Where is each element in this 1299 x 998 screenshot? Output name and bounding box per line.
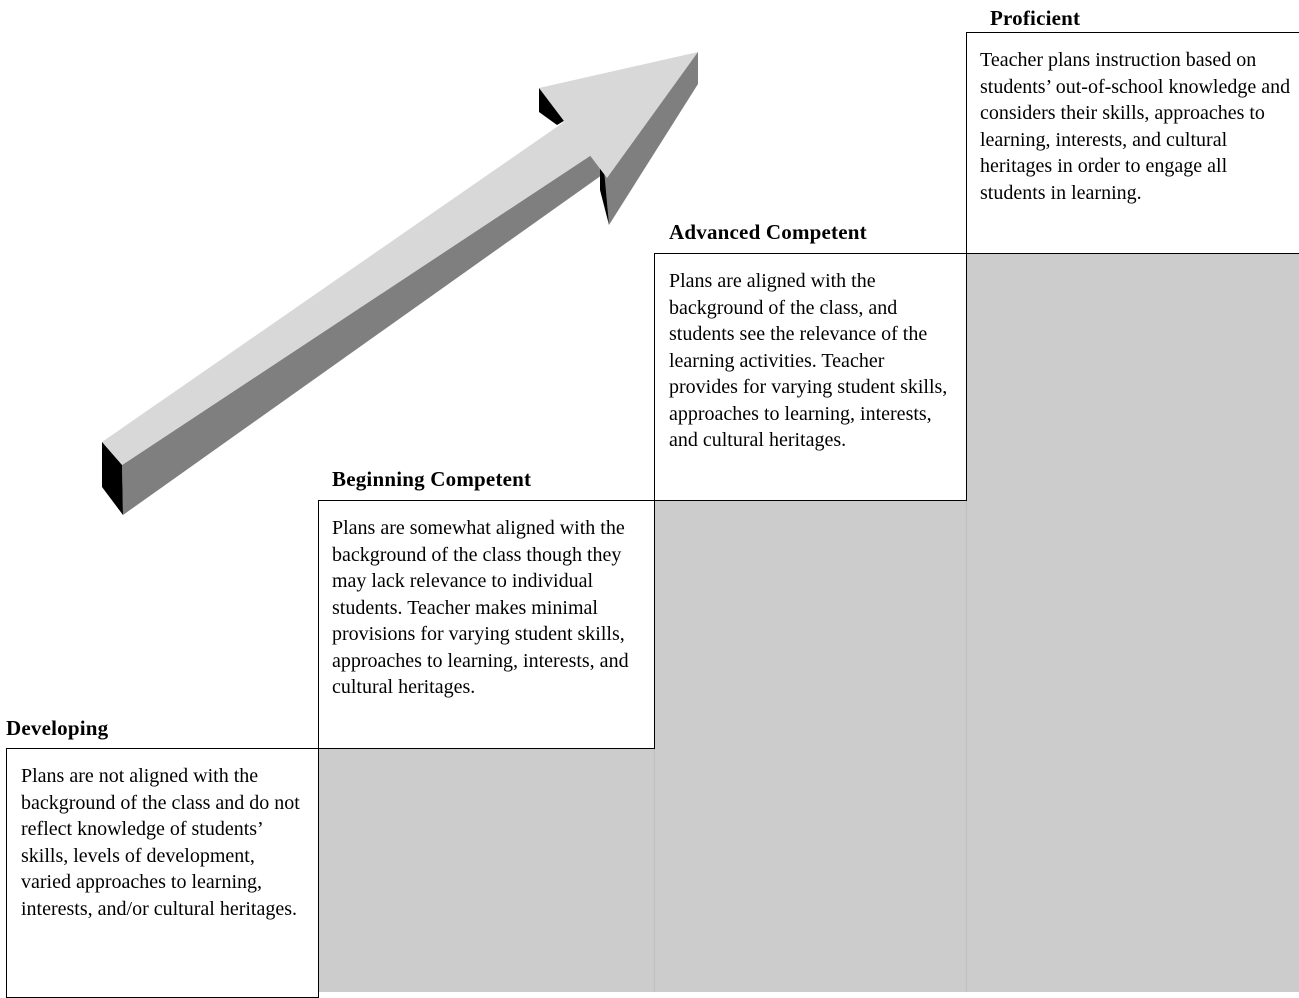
arrow-shaft-top-face [102, 115, 602, 465]
arrow-head-notch-right [600, 142, 609, 225]
level-box-beginning-competent: Plans are somewhat aligned with the back… [318, 500, 655, 749]
arrow-head-side-face [602, 52, 698, 225]
arrow-head-top-face [539, 52, 698, 178]
level-title-beginning-competent: Beginning Competent [332, 467, 532, 491]
step-fill-beginning [318, 748, 654, 992]
step-fill-advanced [654, 500, 967, 992]
level-title-advanced-competent: Advanced Competent [669, 220, 867, 244]
level-description: Plans are aligned with the background of… [669, 270, 948, 451]
level-description: Plans are somewhat aligned with the back… [332, 517, 629, 698]
level-description: Plans are not aligned with the backgroun… [21, 765, 300, 920]
level-title-developing: Developing [6, 716, 109, 740]
arrow-shaft-side-face [122, 148, 602, 515]
level-box-proficient: Teacher plans instruction based on stude… [966, 32, 1299, 254]
arrow-head-notch-left [539, 88, 574, 125]
level-title-proficient: Proficient [990, 6, 1081, 30]
level-box-developing: Plans are not aligned with the backgroun… [6, 748, 319, 998]
step-divider [654, 748, 655, 992]
level-description: Teacher plans instruction based on stude… [980, 49, 1291, 204]
level-box-advanced-competent: Plans are aligned with the background of… [654, 253, 967, 501]
arrow-tail-end-face [102, 442, 123, 515]
step-divider [966, 500, 967, 992]
step-fill-proficient [967, 253, 1299, 992]
